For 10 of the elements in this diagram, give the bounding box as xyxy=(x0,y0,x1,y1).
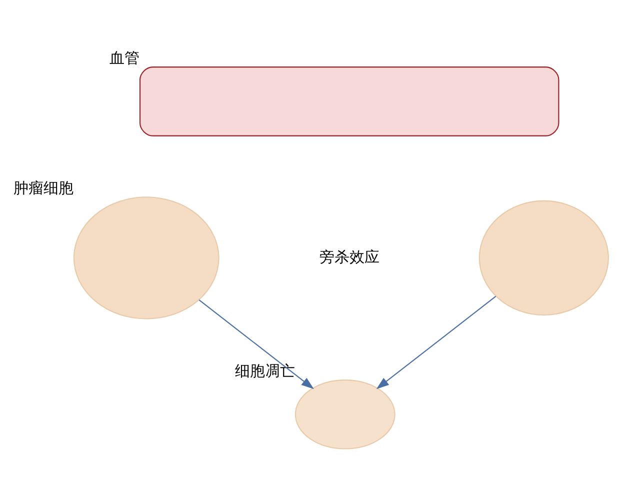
node-cloud xyxy=(294,380,396,450)
node-label: 细胞凋亡 xyxy=(234,363,295,380)
label: 旁杀效应 xyxy=(319,248,380,266)
node-cloud xyxy=(73,196,220,320)
node-bar xyxy=(139,66,560,136)
node-label: 血管 xyxy=(110,50,140,68)
node-cloud xyxy=(478,200,609,316)
node-label: 肿瘤细胞 xyxy=(13,180,74,198)
arrow xyxy=(198,300,314,390)
arrow xyxy=(376,296,496,390)
